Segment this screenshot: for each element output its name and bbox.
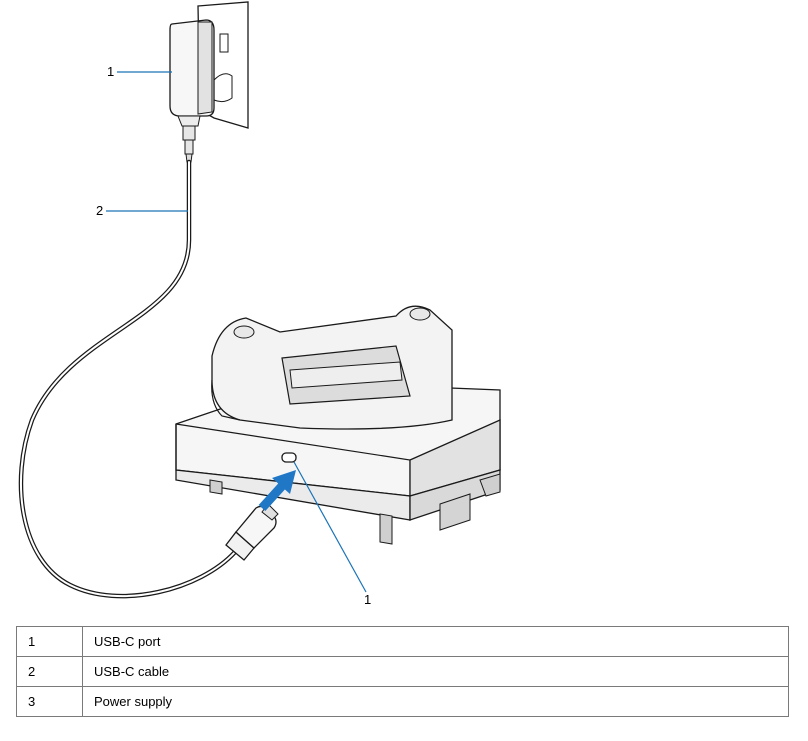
legend-number: 1 [16, 626, 83, 657]
charging-cradle [175, 305, 501, 545]
wall-outlet-slot [219, 33, 229, 53]
callout-legend-table: 1 USB-C port 2 USB-C cable 3 Power suppl… [16, 626, 789, 717]
usb-c-cable [18, 159, 238, 599]
power-supply-adapter [169, 19, 215, 163]
leader-line-port [293, 461, 367, 593]
legend-label: Power supply [82, 686, 789, 717]
illustration: 1 2 1 [18, 1, 501, 607]
usb-c-plug [225, 503, 279, 561]
table-row: 3 Power supply [16, 686, 789, 717]
table-row: 2 USB-C cable [16, 656, 789, 687]
callout-power-supply: 1 [107, 64, 115, 79]
legend-number: 3 [16, 686, 83, 717]
legend-label: USB-C port [82, 626, 789, 657]
legend-number: 2 [16, 656, 83, 687]
dock-drawing [18, 1, 501, 599]
callout-port: 1 [364, 592, 372, 607]
table-row: 1 USB-C port [16, 626, 789, 657]
legend-label: USB-C cable [82, 656, 789, 687]
insertion-arrow [258, 470, 296, 512]
callout-cable: 2 [96, 203, 104, 218]
usb-c-port [281, 452, 297, 463]
